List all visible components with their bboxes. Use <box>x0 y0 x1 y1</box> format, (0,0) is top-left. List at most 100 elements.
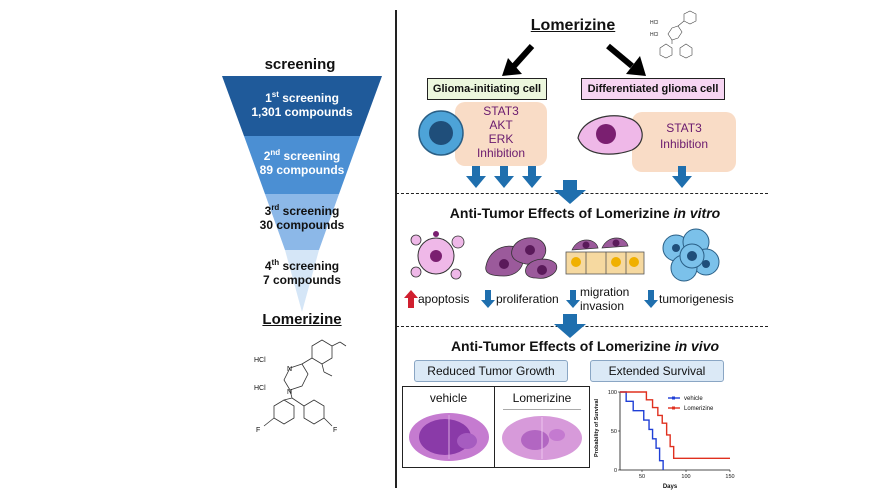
brain-label-underline <box>503 409 581 410</box>
funnel-tier-3 <box>265 194 339 250</box>
legend-label: vehicle <box>684 396 703 402</box>
down-arrow-icon <box>644 290 658 308</box>
mini-hcl-1: HCl <box>650 20 658 26</box>
gic-box: Glioma-initiating cell <box>427 78 547 100</box>
tier-1-sup: st <box>271 90 279 99</box>
structure-f-2: F <box>333 427 337 434</box>
lomerizine-structure: HCl HCl N N F F <box>254 339 347 434</box>
result-drug-name: Lomerizine <box>262 311 342 328</box>
structure-hcl-2: HCl <box>254 385 266 392</box>
chart-series <box>620 391 730 470</box>
structure-hcl-1: HCl <box>254 357 266 364</box>
tier-4-ord: 4 <box>264 259 272 273</box>
structure-f-1: F <box>256 427 260 434</box>
tier-4-word: screening <box>282 259 340 273</box>
diff-target-inhibition: Inhibition <box>659 137 709 151</box>
tier-1-word: screening <box>282 91 339 105</box>
reduced-growth-pill: Reduced Tumor Growth <box>414 360 568 382</box>
chart-y-axis-label: Probability of Survival <box>594 398 600 457</box>
invitro-title-italic: in vitro <box>673 205 721 221</box>
funnel-tier-2 <box>244 136 360 194</box>
chart-y-tick-label: 0 <box>614 468 617 474</box>
down-arrow-icon <box>522 166 542 188</box>
glioma-initiating-cell-icon <box>418 110 464 156</box>
tier-3-word: screening <box>282 204 340 218</box>
diff-targets-box: STAT3 Inhibition <box>632 112 736 172</box>
tier-3-sup: rd <box>271 203 280 212</box>
brain-section-panel: vehicle Lomerizine <box>402 386 590 468</box>
structure-n-1: N <box>287 366 292 373</box>
diff-box: Differentiated glioma cell <box>581 78 725 100</box>
arrow-right-icon <box>606 43 646 76</box>
tier-2-sup: nd <box>270 148 281 157</box>
down-arrow-icon <box>672 166 692 188</box>
down-arrow-icon <box>481 290 495 308</box>
apoptosis-icon <box>410 231 465 280</box>
extended-survival-pill: Extended Survival <box>590 360 724 382</box>
effect-tumorigenesis: tumorigenesis <box>659 292 734 306</box>
tier-4-label: 4th screening 7 compounds <box>222 256 382 287</box>
gic-target-erk: ERK <box>488 132 514 146</box>
survival-curve-vehicle <box>620 391 664 470</box>
big-down-arrow-icon <box>554 314 586 338</box>
target-arrows <box>466 166 692 188</box>
down-arrow-icon <box>566 290 580 308</box>
chart-x-axis-label: Days <box>663 484 678 490</box>
chart-x-tick-label: 50 <box>639 474 645 480</box>
tier-1-label: 1st screening 1,301 compounds <box>222 88 382 119</box>
tier-1-ord: 1 <box>265 91 272 105</box>
mini-hcl-2: HCl <box>650 32 658 38</box>
brain-vehicle-image <box>409 413 489 461</box>
tier-3-count: 30 compounds <box>259 218 345 232</box>
legend-label: Lomerizine <box>684 406 714 412</box>
invitro-title-plain: Anti-Tumor Effects of Lomerizine <box>449 205 674 221</box>
funnel-tier-1 <box>222 76 382 136</box>
tier-3-ord: 3 <box>264 204 272 218</box>
tier-4-count: 7 compounds <box>262 273 341 287</box>
effect-proliferation: proliferation <box>496 292 559 306</box>
legend-marker <box>672 406 675 410</box>
gic-targets-box: STAT3 AKT ERK Inhibition <box>455 102 547 166</box>
effect-migration-invasion: migration invasion <box>580 285 630 313</box>
up-arrow-icon <box>404 290 418 308</box>
migration-invasion-icon <box>565 237 645 275</box>
chart-y-tick-label: 100 <box>608 390 617 396</box>
mini-structure: HCl HCl <box>650 10 697 59</box>
structure-n-2: N <box>287 389 292 396</box>
down-arrow-icon <box>466 166 486 188</box>
chart-x-tick-label: 100 <box>681 474 690 480</box>
split-arrows <box>502 43 646 76</box>
tier-2-word: screening <box>283 149 341 163</box>
effect-apoptosis: apoptosis <box>418 292 470 306</box>
invivo-title: Anti-Tumor Effects of Lomerizine in vivo <box>408 338 762 354</box>
legend-marker <box>672 396 675 400</box>
brain-label-lomerizine: Lomerizine <box>512 391 572 405</box>
arrow-left-icon <box>502 43 535 76</box>
funnel-tier-4 <box>285 250 319 312</box>
tier-2-count: 89 compounds <box>259 163 345 177</box>
gic-target-inhibition: Inhibition <box>476 146 526 160</box>
invivo-title-italic: in vivo <box>674 338 720 354</box>
tumorigenesis-icon <box>662 228 720 282</box>
tier-4-sup: th <box>271 258 280 267</box>
tier-2-label: 2nd screening 89 compounds <box>222 146 382 177</box>
drug-title: Lomerizine <box>530 17 616 34</box>
brain-lomerizine-image <box>502 416 582 460</box>
tier-2-ord: 2 <box>263 149 271 163</box>
invivo-title-plain: Anti-Tumor Effects of Lomerizine <box>450 338 675 354</box>
tier-3-label: 3rd screening 30 compounds <box>222 201 382 232</box>
proliferation-icon <box>485 237 558 279</box>
down-arrow-icon <box>494 166 514 188</box>
invitro-title: Anti-Tumor Effects of Lomerizine in vitr… <box>408 205 762 221</box>
screening-title: screening <box>264 56 336 73</box>
survival-curve-lomerizine <box>620 391 730 460</box>
chart-x-tick-label: 150 <box>725 474 734 480</box>
gic-target-stat3: STAT3 <box>483 104 519 118</box>
tier-1-count: 1,301 compounds <box>251 105 353 119</box>
vertical-divider <box>395 10 397 488</box>
gic-target-akt: AKT <box>489 118 513 132</box>
